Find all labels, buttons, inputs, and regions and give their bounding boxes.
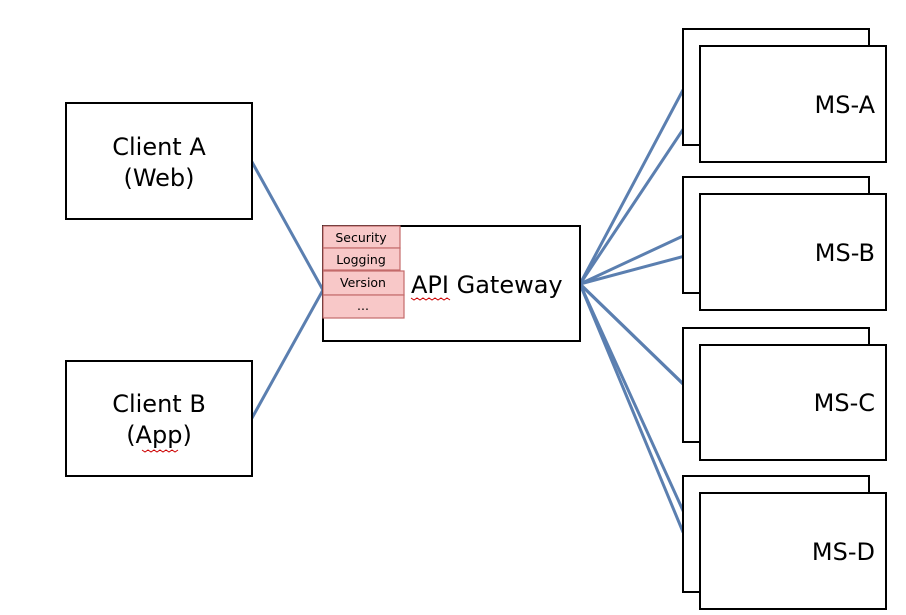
connector-gateway-ms-a-front xyxy=(578,102,702,286)
api-gateway-label: API Gateway xyxy=(411,271,563,299)
connector-gateway-ms-c-front xyxy=(578,282,702,402)
microservice-ms-d: MS-D xyxy=(682,475,887,610)
plugin-security: Security xyxy=(322,225,401,249)
microservice-ms-b: MS-B xyxy=(682,176,887,311)
client-a-sublabel: (Web) xyxy=(123,164,194,192)
client-b-sublabel: (App) xyxy=(126,421,192,449)
spellcheck-underline xyxy=(410,297,451,301)
microservice-ms-c: MS-C xyxy=(682,327,887,461)
plugin-security-label: Security xyxy=(335,230,387,245)
ms-d-instance-front xyxy=(699,492,887,610)
plugin-version: Version xyxy=(322,270,405,296)
ms-c-label: MS-C xyxy=(814,389,875,417)
connector-gateway-ms-b-back xyxy=(578,234,685,286)
ms-a-instance-front xyxy=(699,45,887,163)
plugin-logging-label: Logging xyxy=(336,252,386,267)
ms-a-label: MS-A xyxy=(815,91,876,119)
connectors xyxy=(250,88,702,550)
connector-client-b-gateway xyxy=(250,288,325,420)
ms-c-instance-front xyxy=(699,344,887,461)
connector-client-a-gateway xyxy=(250,160,325,292)
client-b-box: Client B (App) xyxy=(65,360,253,477)
spellcheck-underline xyxy=(141,449,179,453)
client-a-box: Client A (Web) xyxy=(65,102,253,220)
gateway-plugins: Security Logging Version ... xyxy=(322,225,405,319)
connector-gateway-ms-a-back xyxy=(578,88,685,286)
plugin-version-label: Version xyxy=(340,275,386,290)
ms-b-label: MS-B xyxy=(815,239,875,267)
plugin-logging: Logging xyxy=(322,247,401,271)
plugin-more-label: ... xyxy=(357,298,369,313)
client-a-label: Client A xyxy=(112,133,206,161)
ms-d-label: MS-D xyxy=(812,538,875,566)
connector-gateway-ms-b-front xyxy=(578,250,702,286)
ms-b-instance-front xyxy=(699,193,887,311)
microservice-ms-a: MS-A xyxy=(682,28,887,163)
plugin-more: ... xyxy=(322,294,405,319)
connector-gateway-ms-d-front xyxy=(578,282,702,550)
client-b-label: Client B xyxy=(112,390,206,418)
